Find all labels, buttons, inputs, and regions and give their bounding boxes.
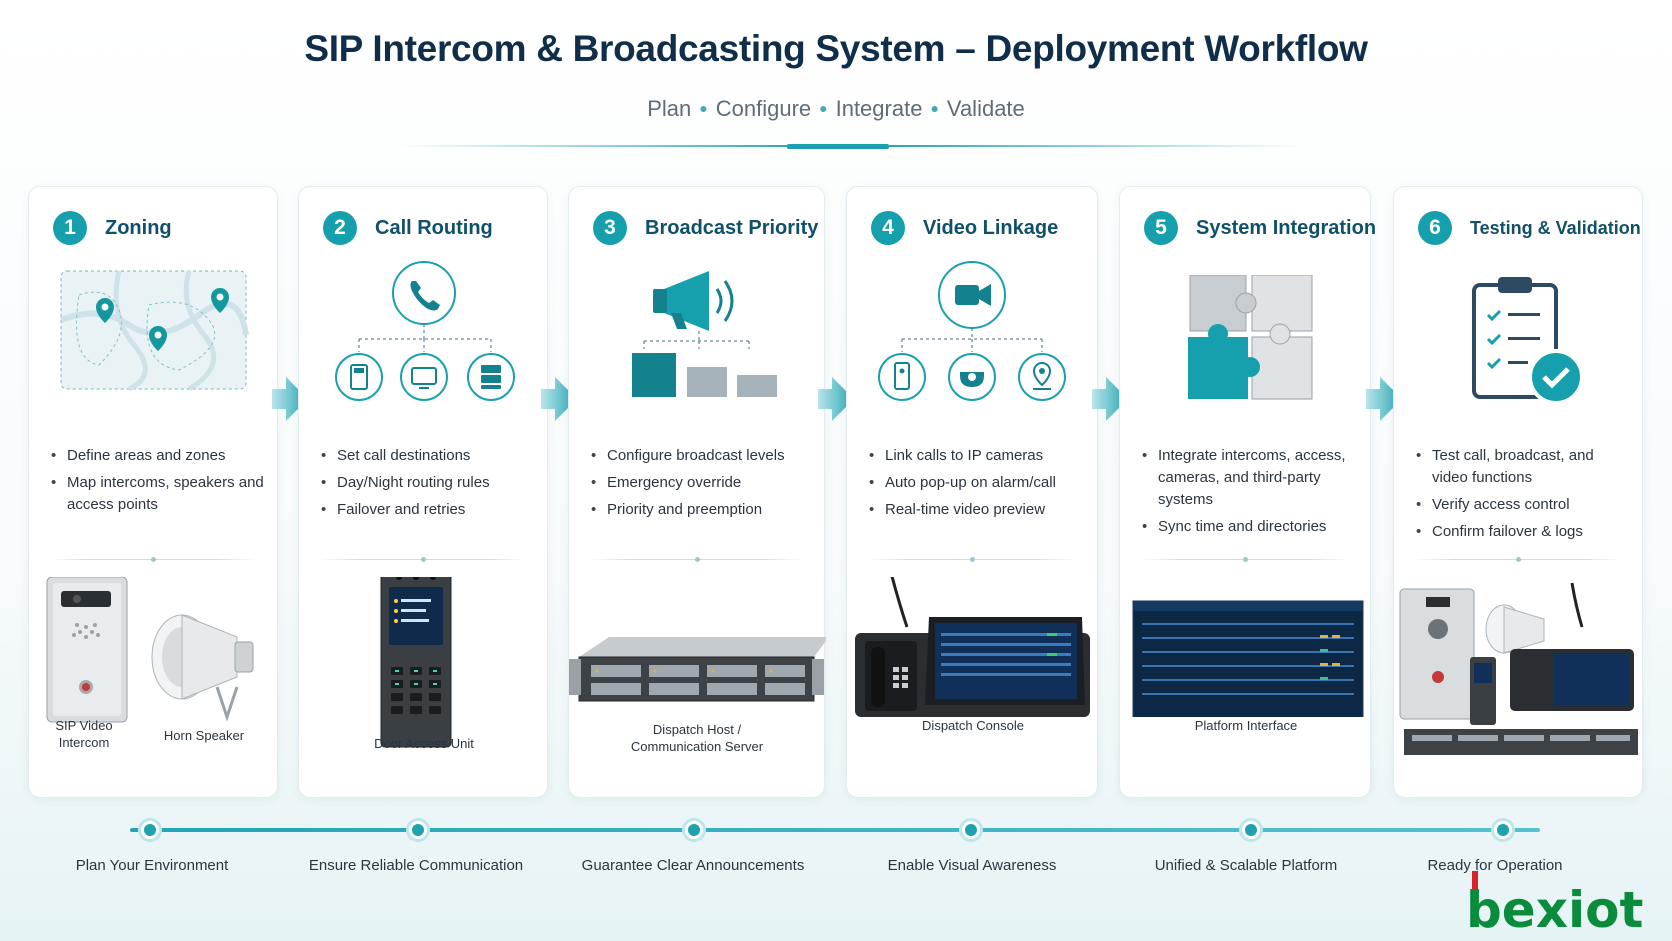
timeline-label: Ready for Operation [1427, 857, 1563, 874]
caption: Dispatch Host / Communication Server [630, 722, 764, 754]
bullet: Link calls to IP cameras [869, 445, 1085, 467]
step-title: Broadcast Priority [645, 216, 819, 239]
subtitle-validate: Validate [946, 96, 1025, 121]
sip-video-intercom-image [46, 577, 128, 723]
arrow-right-icon [1366, 377, 1402, 421]
bullet: Emergency override [591, 472, 812, 494]
dispatch-host-server-image [569, 637, 826, 702]
page-title: SIP Intercom & Broadcasting System – Dep… [304, 28, 1368, 69]
step-card-testing-validation: 6 Testing & Validation Test call, broadc… [1393, 186, 1643, 798]
logo-text: bexiot [1466, 881, 1643, 937]
timeline-label: Enable Visual Awareness [887, 857, 1057, 874]
checklist-icon [1472, 277, 1584, 405]
timeline-bar [130, 828, 1540, 832]
arrow-right-icon [541, 377, 577, 421]
bullet: Failover and retries [321, 499, 535, 521]
timeline-node [1491, 818, 1515, 842]
caption: Platform Interface [1194, 718, 1298, 733]
caption: Horn Speaker [163, 728, 245, 743]
step-card-call-routing: 2 Call Routing Set call destinations Day… [298, 186, 548, 798]
step-title: Testing & Validation [1470, 217, 1641, 238]
bullet: Verify access control [1416, 494, 1630, 516]
puzzle-icon [1188, 275, 1313, 400]
bullet: Configure broadcast levels [591, 445, 812, 467]
subtitle-integrate: Integrate [835, 96, 923, 121]
timeline-label: Plan Your Environment [75, 857, 229, 874]
megaphone-icon [632, 271, 777, 397]
step-card-system-integration: 5 System Integration Integrate intercoms… [1119, 186, 1376, 798]
timeline-node [406, 818, 430, 842]
bullet: Test call, broadcast, and video function… [1416, 445, 1630, 489]
step-title: System Integration [1196, 216, 1377, 239]
step-number: 1 [53, 211, 87, 245]
door-access-unit-image [380, 577, 452, 748]
bullet: Sync time and directories [1142, 516, 1358, 538]
caption: SIP Video Intercom [55, 718, 113, 750]
podium-rank-3: 3 [762, 459, 772, 478]
step-number: 3 [593, 211, 627, 245]
dispatch-console-image [855, 577, 1090, 717]
timeline-label: Unified & Scalable Platform [1154, 857, 1338, 874]
zone-map-icon [59, 270, 249, 392]
timeline-node [138, 818, 162, 842]
arrow-right-icon [272, 377, 308, 421]
timeline-node [682, 818, 706, 842]
caption: Door Access Unit [374, 736, 474, 751]
step-number: 2 [323, 211, 357, 245]
step-title: Video Linkage [923, 216, 1059, 239]
step-number: 4 [871, 211, 905, 245]
bullet: Auto pop-up on alarm/call [869, 472, 1085, 494]
bexiot-logo: bexiot [1462, 869, 1652, 939]
arrow-right-icon [1092, 377, 1128, 421]
step-card-zoning: 1 Zoning Define areas and zones Map inte… [28, 186, 278, 798]
bullet: Real-time video preview [869, 499, 1085, 521]
bullet: Integrate intercoms, access, cameras, an… [1142, 445, 1358, 511]
step-title: Zoning [105, 216, 172, 239]
step-title: Call Routing [375, 216, 493, 239]
bullet: Define areas and zones [51, 445, 265, 467]
video-camera-icon [878, 261, 1066, 401]
bullet: Day/Night routing rules [321, 472, 535, 494]
step-number: 6 [1418, 211, 1452, 245]
bullet: Confirm failover & logs [1416, 521, 1630, 543]
bullet: Set call destinations [321, 445, 535, 467]
timeline-label: Ensure Reliable Communication [308, 857, 524, 874]
timeline-node [1239, 818, 1263, 842]
arrow-right-icon [818, 377, 854, 421]
step-card-broadcast-priority: 3 Broadcast Priority 1 2 3 Configure bro… [568, 186, 826, 798]
title-divider-accent [787, 144, 889, 149]
step-card-video-linkage: 4 Video Linkage Link calls to IP cameras… [846, 186, 1098, 798]
bullet: Map intercoms, speakers and access point… [51, 472, 265, 516]
bullet: Priority and preemption [591, 499, 812, 521]
caption: Dispatch Console [922, 718, 1024, 733]
phone-routing-icon [335, 261, 515, 401]
subtitle: Plan●Configure●Integrate●Validate [647, 96, 1025, 121]
timeline-label: Guarantee Clear Announcements [581, 857, 805, 874]
platform-interface-image [1132, 600, 1364, 717]
product-collage-image [1399, 582, 1638, 755]
timeline-node [959, 818, 983, 842]
horn-speaker-image [151, 614, 254, 722]
subtitle-plan: Plan [647, 96, 692, 121]
step-number: 5 [1144, 211, 1178, 245]
subtitle-configure: Configure [715, 96, 812, 121]
